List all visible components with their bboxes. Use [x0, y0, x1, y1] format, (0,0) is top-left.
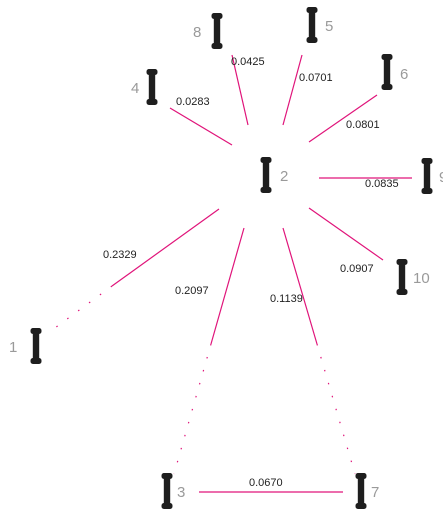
node-label-10: 10 [413, 270, 430, 287]
edge-weight-label-2-7: 0.1139 [270, 293, 303, 305]
edge-line [111, 208, 220, 287]
edge-weight-label-2-9: 0.0835 [365, 178, 399, 190]
edge-line [169, 107, 233, 146]
node-label-7: 7 [371, 484, 379, 501]
edge-weight-label-2-6: 0.0801 [346, 119, 380, 131]
edge-line [282, 54, 303, 126]
edge-line [308, 94, 378, 143]
edge-2-8 [231, 54, 249, 126]
edge-weight-label-3-7: 0.0670 [249, 477, 283, 489]
edge-weight-label-2-10: 0.0907 [340, 263, 374, 275]
node-label-2: 2 [280, 168, 288, 185]
edge-weight-label-2-5: 0.0701 [299, 72, 333, 84]
edge-weight-label-2-3: 0.2097 [175, 285, 209, 297]
edge-line [282, 227, 318, 345]
dumbbell-icon [161, 473, 173, 509]
edge-labels-layer: 0.0425 0.0701 0.0283 0.0801 0.0835 0.0907 0.23… [103, 56, 399, 489]
node-6: 6 [381, 54, 408, 90]
dumbbell-icon [396, 259, 408, 295]
node-1: 1 [9, 328, 42, 364]
dumbbell-icon [355, 473, 367, 509]
node-7: 7 [355, 473, 379, 509]
edge-weight-label-2-4: 0.0283 [176, 96, 210, 108]
edge-line-dashed [173, 343, 212, 475]
edge-2-10 [308, 207, 384, 261]
edges-layer [47, 54, 412, 493]
edge-weight-label-2-8: 0.0425 [231, 56, 265, 68]
edge-2-5 [282, 54, 303, 126]
node-label-1: 1 [9, 339, 17, 356]
node-10: 10 [396, 259, 430, 295]
node-label-4: 4 [131, 80, 139, 97]
edge-2-6 [308, 94, 378, 143]
edge-weight-label-2-1: 0.2329 [103, 249, 137, 261]
dumbbell-icon [30, 328, 42, 364]
node-9: 9 [421, 158, 443, 194]
dumbbell-icon [306, 7, 318, 43]
edge-line-dashed [316, 343, 356, 475]
node-2: 2 [260, 157, 288, 193]
edge-line [308, 207, 384, 261]
dumbbell-icon [421, 158, 433, 194]
edge-2-7 [282, 227, 356, 475]
dumbbell-icon [211, 13, 223, 49]
dumbbell-icon [146, 69, 158, 105]
node-label-8: 8 [193, 24, 201, 41]
node-5: 5 [306, 7, 333, 43]
edge-2-3 [173, 227, 245, 475]
node-4: 4 [131, 69, 158, 105]
edge-2-4 [169, 107, 233, 146]
nodes-layer: 1 2 3 4 5 6 7 8 9 10 [9, 7, 443, 509]
edge-line-dashed [47, 285, 113, 334]
edge-2-1 [47, 208, 220, 334]
node-3: 3 [161, 473, 185, 509]
node-8: 8 [193, 13, 223, 49]
edge-line [210, 227, 245, 345]
dumbbell-icon [381, 54, 393, 90]
node-label-3: 3 [177, 484, 185, 501]
dumbbell-icon [260, 157, 272, 193]
node-label-6: 6 [400, 66, 408, 83]
node-label-9: 9 [439, 169, 443, 186]
node-label-5: 5 [325, 18, 333, 35]
edge-line [231, 54, 249, 126]
